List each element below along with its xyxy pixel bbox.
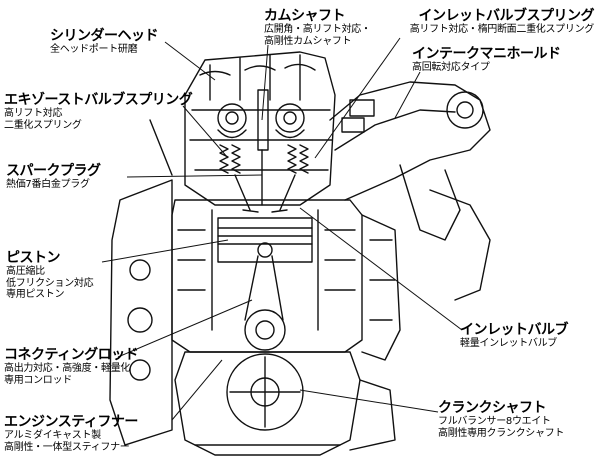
label-exhaust-valve-spring-sub-2: 二重化スプリング xyxy=(4,119,82,131)
label-piston: ピストン 高圧縮比 低フリクション対応 専用ピストン xyxy=(6,250,94,301)
connecting-rod-shape xyxy=(244,255,286,351)
label-crankshaft-sub-1: フルバランサー8ウエイト xyxy=(438,416,551,428)
label-spark-plug-title: スパークプラグ xyxy=(6,163,101,179)
label-inlet-valve-title: インレットバルブ xyxy=(460,322,569,338)
label-intake-manifold: インテークマニホールド 高回転対応タイプ xyxy=(412,46,561,74)
valve-springs-shape xyxy=(219,144,309,213)
label-camshaft-sub-2: 高剛性カムシャフト xyxy=(264,35,352,47)
label-exhaust-valve-spring: エキゾーストバルブスプリング 高リフト対応 二重化スプリング xyxy=(4,92,193,131)
leader-camshaft xyxy=(261,44,269,121)
leader-intake-manifold xyxy=(394,71,421,119)
label-connecting-rod-sub-2: 専用コンロッド xyxy=(4,374,72,386)
label-inlet-valve: インレットバルブ 軽量インレットバルブ xyxy=(460,322,569,350)
crankcase-shape xyxy=(174,351,361,456)
label-spark-plug-sub: 熱価7番白金プラグ xyxy=(6,179,90,191)
label-crankshaft-sub-2: 高剛性専用クランクシャフト xyxy=(438,427,565,439)
spark-plug-shape xyxy=(257,89,269,206)
label-exhaust-valve-spring-sub-1: 高リフト対応 xyxy=(4,108,63,120)
label-engine-stiffener-sub-2: 高剛性・一体型スティフナー xyxy=(4,441,130,453)
label-intake-manifold-title: インテークマニホールド xyxy=(412,46,561,62)
label-connecting-rod-title: コネクティングロッド xyxy=(4,347,139,363)
label-inlet-valve-spring: インレットバルブスプリング 高リフト対応・楕円断面二重化スプリング xyxy=(409,8,595,36)
label-connecting-rod: コネクティングロッド 高出力対応・高強度・軽量化 専用コンロッド xyxy=(4,347,139,386)
leader-engine-stiffener xyxy=(171,359,223,421)
leader-piston xyxy=(101,239,229,263)
label-spark-plug: スパークプラグ 熱価7番白金プラグ xyxy=(6,163,101,191)
label-inlet-valve-sub: 軽量インレットバルブ xyxy=(460,338,557,350)
label-engine-stiffener-title: エンジンスティフナー xyxy=(4,414,138,430)
engine-stiffener-shape xyxy=(109,119,173,446)
piston-shape xyxy=(217,217,313,263)
label-camshaft: カムシャフト 広開角・高リフト対応・ 高剛性カムシャフト xyxy=(264,8,371,47)
leader-inlet-valve-spring xyxy=(314,37,401,159)
leader-cylinder-head xyxy=(164,41,216,81)
label-cylinder-head-sub: 全ヘッドポート研磨 xyxy=(50,44,138,56)
leader-inlet-valve xyxy=(299,207,463,331)
label-intake-manifold-sub: 高回転対応タイプ xyxy=(412,62,490,74)
leader-exhaust-valve-spring xyxy=(182,105,229,159)
right-housing-shape xyxy=(349,214,401,451)
cylinder-head-shape xyxy=(184,51,336,206)
leader-spark-plug xyxy=(126,174,263,178)
label-camshaft-sub-1: 広開角・高リフト対応・ xyxy=(264,24,371,36)
label-crankshaft-title: クランクシャフト xyxy=(438,400,547,416)
label-engine-stiffener: エンジンスティフナー アルミダイキャスト製 高剛性・一体型スティフナー xyxy=(4,414,138,453)
label-cylinder-head: シリンダーヘッド 全ヘッドポート研磨 xyxy=(50,28,159,56)
label-piston-title: ピストン xyxy=(6,250,61,266)
label-piston-sub-1: 高圧縮比 xyxy=(6,266,45,278)
label-crankshaft: クランクシャフト フルバランサー8ウエイト 高剛性専用クランクシャフト xyxy=(438,400,564,439)
label-camshaft-title: カムシャフト xyxy=(264,8,345,24)
label-piston-sub-3: 専用ピストン xyxy=(6,289,65,301)
leader-crankshaft xyxy=(299,389,439,413)
camshaft-shape xyxy=(217,103,305,139)
label-connecting-rod-sub-1: 高出力対応・高強度・軽量化 xyxy=(4,363,131,375)
intake-manifold-shape xyxy=(329,81,491,301)
label-inlet-valve-spring-sub: 高リフト対応・楕円断面二重化スプリング xyxy=(409,24,595,36)
leader-connecting-rod xyxy=(117,299,253,358)
label-cylinder-head-title: シリンダーヘッド xyxy=(50,28,159,44)
label-exhaust-valve-spring-title: エキゾーストバルブスプリング xyxy=(4,92,193,108)
label-engine-stiffener-sub-1: アルミダイキャスト製 xyxy=(4,430,101,442)
label-piston-sub-2: 低フリクション対応 xyxy=(6,277,94,289)
label-inlet-valve-spring-title: インレットバルブスプリング xyxy=(418,8,595,24)
